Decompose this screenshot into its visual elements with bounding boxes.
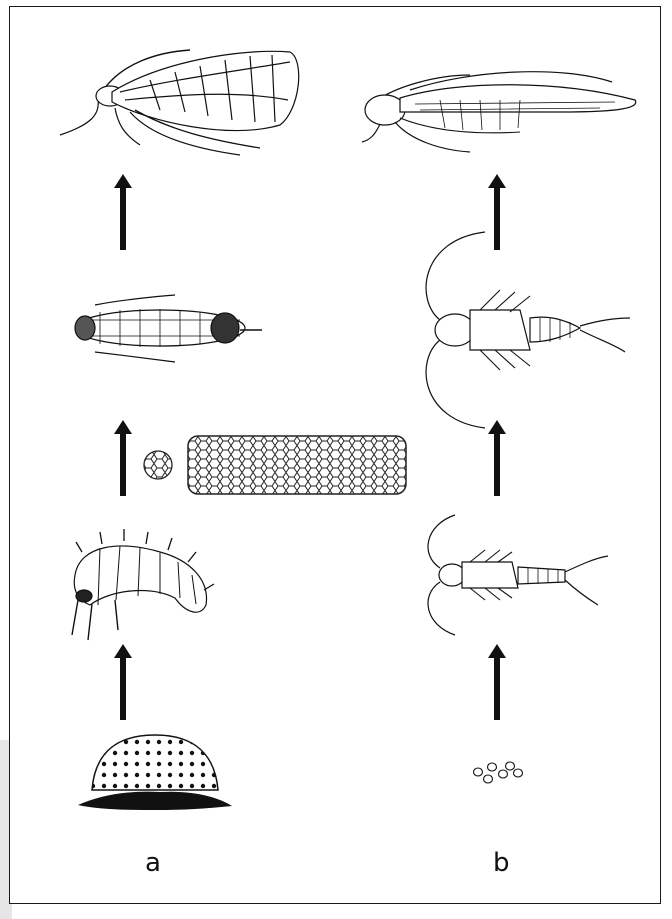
column-label-b: b (493, 848, 510, 878)
arrow-a-3 (114, 644, 132, 720)
egg-mass-icon (78, 735, 232, 810)
arrow-b-1 (488, 174, 506, 250)
adult-stonefly-icon (362, 72, 636, 152)
eggs-icon (474, 762, 523, 783)
case-end-icon (144, 451, 172, 479)
early-nymph-icon (428, 515, 608, 635)
arrow-b-3 (488, 644, 506, 720)
adult-caddisfly-icon (60, 50, 299, 155)
arrow-a-2 (114, 420, 132, 496)
larva-icon (72, 529, 214, 640)
arrow-b-2 (488, 420, 506, 496)
pupa-icon (75, 295, 262, 362)
late-nymph-icon (426, 232, 630, 428)
case-icon (188, 436, 406, 494)
arrow-a-1 (114, 174, 132, 250)
column-label-a: a (145, 848, 161, 878)
